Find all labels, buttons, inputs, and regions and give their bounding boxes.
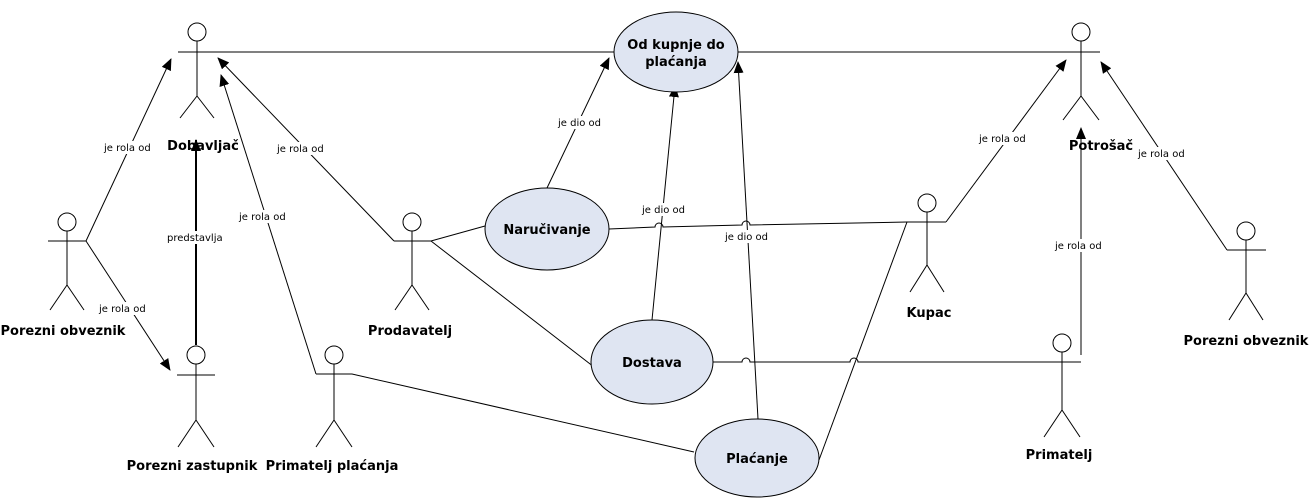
actor-label-primatelj-placanja: Primatelj plaćanja [266,459,399,474]
line-kupac-placanje [818,221,908,461]
actor-label-porezni-obveznik: Porezni obveznik [1,324,126,339]
actors [48,22,1266,448]
actor-label-potrosac: Potrošač [1069,139,1133,154]
actor-primatelj[interactable] [1042,333,1081,438]
label-je-rola-od: je rola od [276,144,324,155]
actor-potrosac[interactable] [1062,22,1100,121]
label-je-dio-od: je dio od [724,232,768,243]
actor-labels: Dobavljač Porezni obveznik Porezni zastu… [1,139,1309,474]
actor-label-primatelj: Primatelj [1026,448,1093,463]
usecase-od-kupnje-do-placanja[interactable]: Od kupnje do plaćanja [613,11,739,93]
actor-label-kupac: Kupac [907,306,952,321]
usecase-label: Plaćanje [726,452,788,467]
label-je-rola-od: je rola od [98,304,146,315]
actor-label-porezni-obveznik: Porezni obveznik [1184,334,1309,349]
label-je-rola-od: je rola od [1054,241,1102,252]
label-je-dio-od: je dio od [641,205,685,216]
usecase-label: Naručivanje [503,223,590,238]
usecase-label-line1: Od kupnje do [627,38,724,53]
actor-porezni-zastupnik[interactable] [177,345,215,448]
line-dostava-primatelj [713,357,1042,363]
use-cases: Od kupnje do plaćanja Naručivanje Dostav… [484,11,820,498]
actor-dobavljac[interactable] [178,22,216,119]
edge-primateljplac-dobavljac [219,74,317,375]
usecase-label-line2: plaćanja [645,55,707,70]
usecase-label: Dostava [622,356,682,371]
label-je-rola-od: je rola od [238,212,286,223]
usecase-placanje[interactable]: Plaćanje [694,418,820,498]
actor-label-dobavljac: Dobavljač [167,139,239,154]
actor-prodavatelj[interactable] [394,212,431,311]
actor-porezni-obveznik-left[interactable] [48,212,86,311]
edge-labels: je rola od je rola od predstavlja je rol… [97,116,1192,315]
label-je-rola-od: je rola od [103,143,151,154]
actor-kupac[interactable] [907,193,946,293]
usecase-dostava[interactable]: Dostava [590,319,714,405]
actor-porezni-obveznik-right[interactable] [1227,221,1266,321]
label-je-rola-od: je rola od [978,134,1026,145]
line-prodavatelj-dostava [430,240,595,368]
label-je-rola-od: je rola od [1137,149,1185,160]
actor-primatelj-placanja[interactable] [315,345,353,448]
label-je-dio-od: je dio od [557,118,601,129]
actor-label-porezni-zastupnik: Porezni zastupnik [127,459,258,474]
actor-label-prodavatelj: Prodavatelj [368,324,452,339]
usecase-narucivanje[interactable]: Naručivanje [484,187,610,271]
line-narucivanje-kupac [608,220,908,230]
label-predstavlja: predstavlja [167,233,223,244]
